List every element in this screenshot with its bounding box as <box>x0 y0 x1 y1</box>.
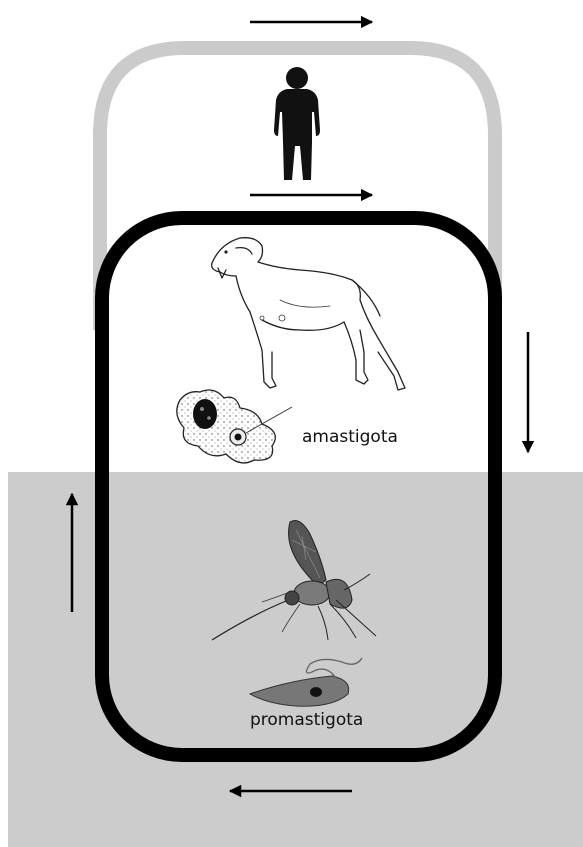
human-silhouette-icon <box>274 67 320 180</box>
amastigote-label: amastigota <box>302 427 398 447</box>
amastigote-cell-icon <box>177 390 292 463</box>
dog-icon <box>212 238 405 390</box>
promastigote-label: promastigota <box>250 710 363 730</box>
